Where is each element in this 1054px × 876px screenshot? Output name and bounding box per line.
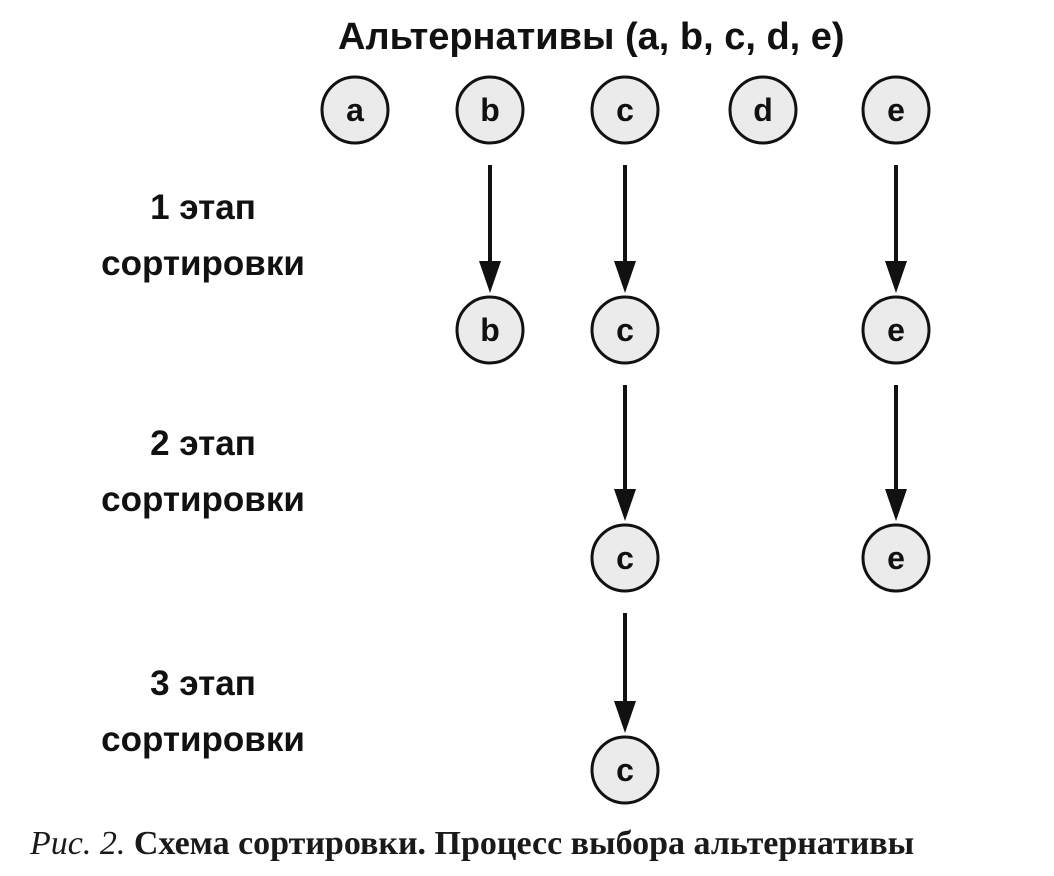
arrow-b-stage1 [479, 165, 501, 293]
sorting-graph: a b c d e b c e c e c [320, 75, 931, 805]
stage-label-3-line1: 3 этап [150, 664, 256, 703]
arrow-head [885, 261, 907, 293]
arrow-c-stage2 [614, 385, 636, 521]
stage-label-3-line2: сортировки [101, 720, 305, 759]
arrow-c-stage1 [614, 165, 636, 293]
node-label: b [480, 92, 500, 128]
node-c-row0: c [590, 75, 660, 145]
figure-caption: Рис. 2. Схема сортировки. Процесс выбора… [30, 824, 1030, 864]
arrow-head [885, 489, 907, 521]
node-e-row2: e [861, 523, 931, 593]
node-label: b [480, 312, 500, 348]
node-circle [861, 75, 931, 145]
node-label: c [616, 312, 634, 348]
node-circle [590, 735, 660, 805]
node-a-row0: a [320, 75, 390, 145]
node-label: c [616, 752, 634, 788]
arrow-c-stage3 [614, 613, 636, 733]
arrow-e-stage1 [885, 165, 907, 293]
node-c-row1: c [590, 295, 660, 365]
node-label: d [753, 92, 773, 128]
node-e-row0: e [861, 75, 931, 145]
stage-label-2-line2: сортировки [101, 480, 305, 519]
node-d-row0: d [728, 75, 798, 145]
node-label: c [616, 540, 634, 576]
arrow-head [614, 701, 636, 733]
node-circle [590, 295, 660, 365]
node-c-row3: c [590, 735, 660, 805]
node-label: e [887, 312, 905, 348]
node-circle [728, 75, 798, 145]
node-b-row0: b [455, 75, 525, 145]
node-circle [861, 295, 931, 365]
node-circle [455, 295, 525, 365]
arrow-head [614, 261, 636, 293]
node-label: e [887, 92, 905, 128]
arrow-head [479, 261, 501, 293]
caption-prefix: Рис. 2. [30, 825, 126, 862]
stage-label-3: 3 этап сортировки [68, 656, 338, 768]
arrow-head [614, 489, 636, 521]
node-label: e [887, 540, 905, 576]
arrow-e-stage2 [885, 385, 907, 521]
stage-label-1-line2: сортировки [101, 244, 305, 283]
stage-label-2-line1: 2 этап [150, 424, 256, 463]
node-label: a [346, 92, 364, 128]
node-c-row2: c [590, 523, 660, 593]
node-circle [455, 75, 525, 145]
diagram-title: Альтернативы (a, b, c, d, e) [338, 16, 845, 58]
node-circle [590, 75, 660, 145]
node-circle [320, 75, 390, 145]
stage-label-1: 1 этап сортировки [68, 180, 338, 292]
stage-label-1-line1: 1 этап [150, 188, 256, 227]
node-e-row1: e [861, 295, 931, 365]
node-b-row1: b [455, 295, 525, 365]
node-circle [861, 523, 931, 593]
node-label: c [616, 92, 634, 128]
caption-text: Схема сортировки. Процесс выбора альтерн… [133, 825, 915, 862]
stage-label-2: 2 этап сортировки [68, 416, 338, 528]
node-circle [590, 523, 660, 593]
